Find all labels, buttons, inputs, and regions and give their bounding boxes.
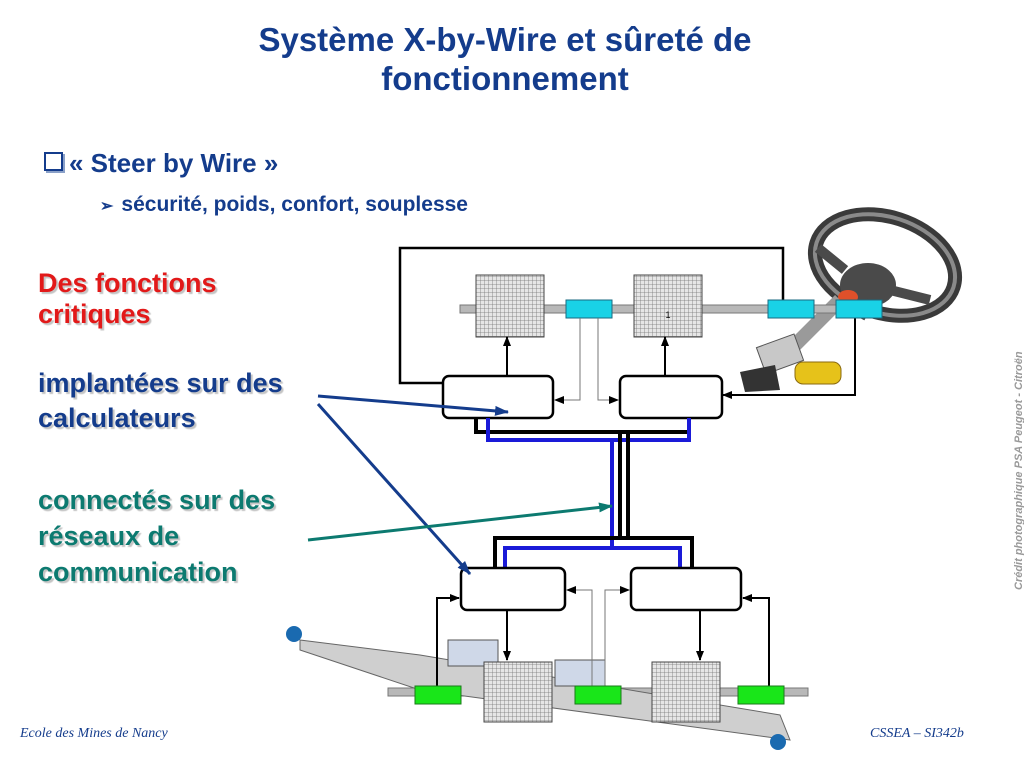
actuator-label: 1 xyxy=(665,310,670,320)
computers-text: implantées sur des calculateurs xyxy=(38,368,283,433)
sensor-line-right xyxy=(722,313,856,399)
bullet-text: « Steer by Wire » xyxy=(69,148,279,178)
lower-actuator-2 xyxy=(651,661,721,723)
sensor-cyan-3 xyxy=(835,299,883,319)
upper-actuator-1 xyxy=(475,274,545,338)
sub-bullet: ➢ sécurité, poids, confort, souplesse xyxy=(100,193,468,217)
bullet-steer-by-wire: « Steer by Wire » xyxy=(44,148,278,179)
sensor-cyan-2 xyxy=(767,299,815,319)
lower-ecu-1 xyxy=(459,566,567,612)
photo-credit: Crédit photographique PSA Peugeot - Citr… xyxy=(1013,351,1024,590)
sensor-green-1 xyxy=(414,685,462,705)
upper-ecu-2 xyxy=(618,374,724,420)
lower-ecu-2 xyxy=(629,566,743,612)
communication-bus xyxy=(474,418,694,568)
arrow-to-upper-ecu xyxy=(317,394,509,416)
sensor-cyan-1 xyxy=(565,299,613,319)
checkbox-bullet-icon xyxy=(44,152,63,171)
footer-school: Ecole des Mines de Nancy xyxy=(20,726,168,741)
arrow-bullet-icon: ➢ xyxy=(100,198,114,215)
arrow-to-lower-ecu xyxy=(316,403,472,575)
critical-functions-text: Des fonctions critiques xyxy=(38,268,217,329)
upper-actuator-2 xyxy=(633,274,703,338)
networks-text: connectés sur des réseaux de communicati… xyxy=(38,485,276,587)
slide-title: Système X-by-Wire et sûreté de fonctionn… xyxy=(258,21,752,97)
feedback-line xyxy=(398,246,785,387)
arrow-to-bus xyxy=(307,502,613,542)
sensor-green-2 xyxy=(574,685,622,705)
sub-bullet-text: sécurité, poids, confort, souplesse xyxy=(121,193,468,216)
footer-course: CSSEA – SI342b xyxy=(870,726,964,741)
lower-actuator-1 xyxy=(483,661,553,723)
sensor-green-3 xyxy=(737,685,785,705)
